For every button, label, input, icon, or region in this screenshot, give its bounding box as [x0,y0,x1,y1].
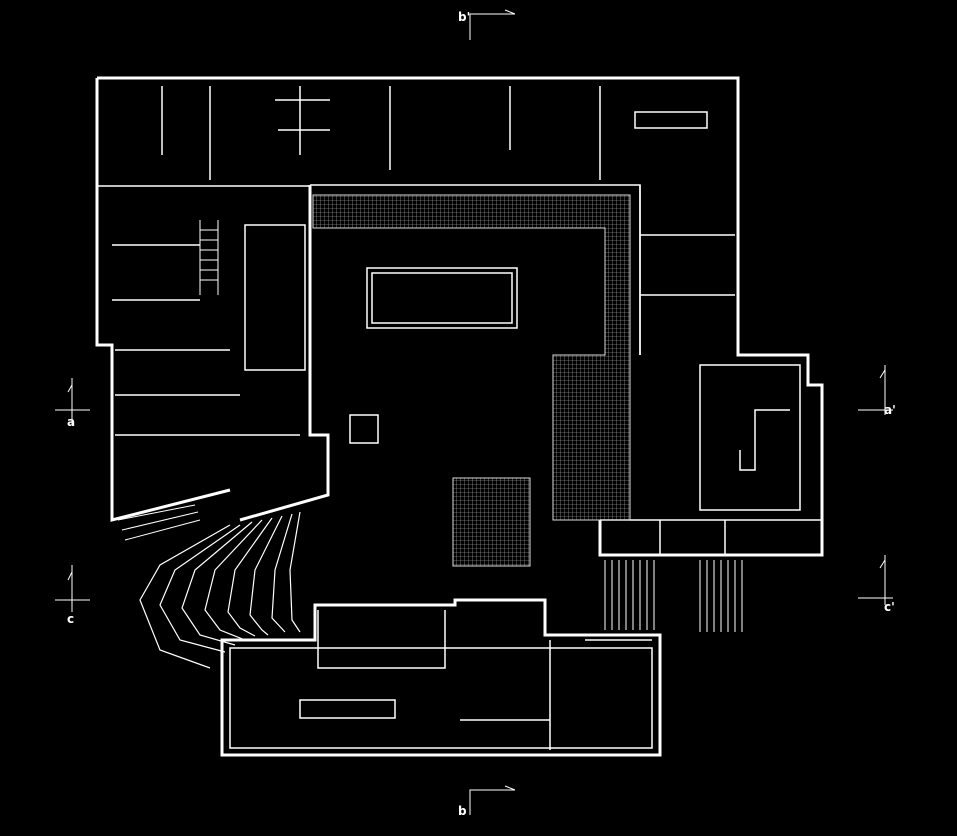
exterior-walls [95,76,824,757]
section-marker-b-prime: b' [458,10,471,24]
section-marker-b: b [458,804,467,818]
section-markers [55,9,893,815]
section-marker-a: a [67,415,76,429]
section-marker-a-prime: a' [884,403,896,417]
section-marker-c-prime: c' [884,600,895,614]
section-marker-c: c [67,612,75,626]
interior-walls [112,86,822,750]
hatched-areas [312,194,631,567]
amphitheater-steps [139,511,301,669]
stairs [117,220,743,632]
pool [366,267,518,329]
column-block [349,414,379,444]
